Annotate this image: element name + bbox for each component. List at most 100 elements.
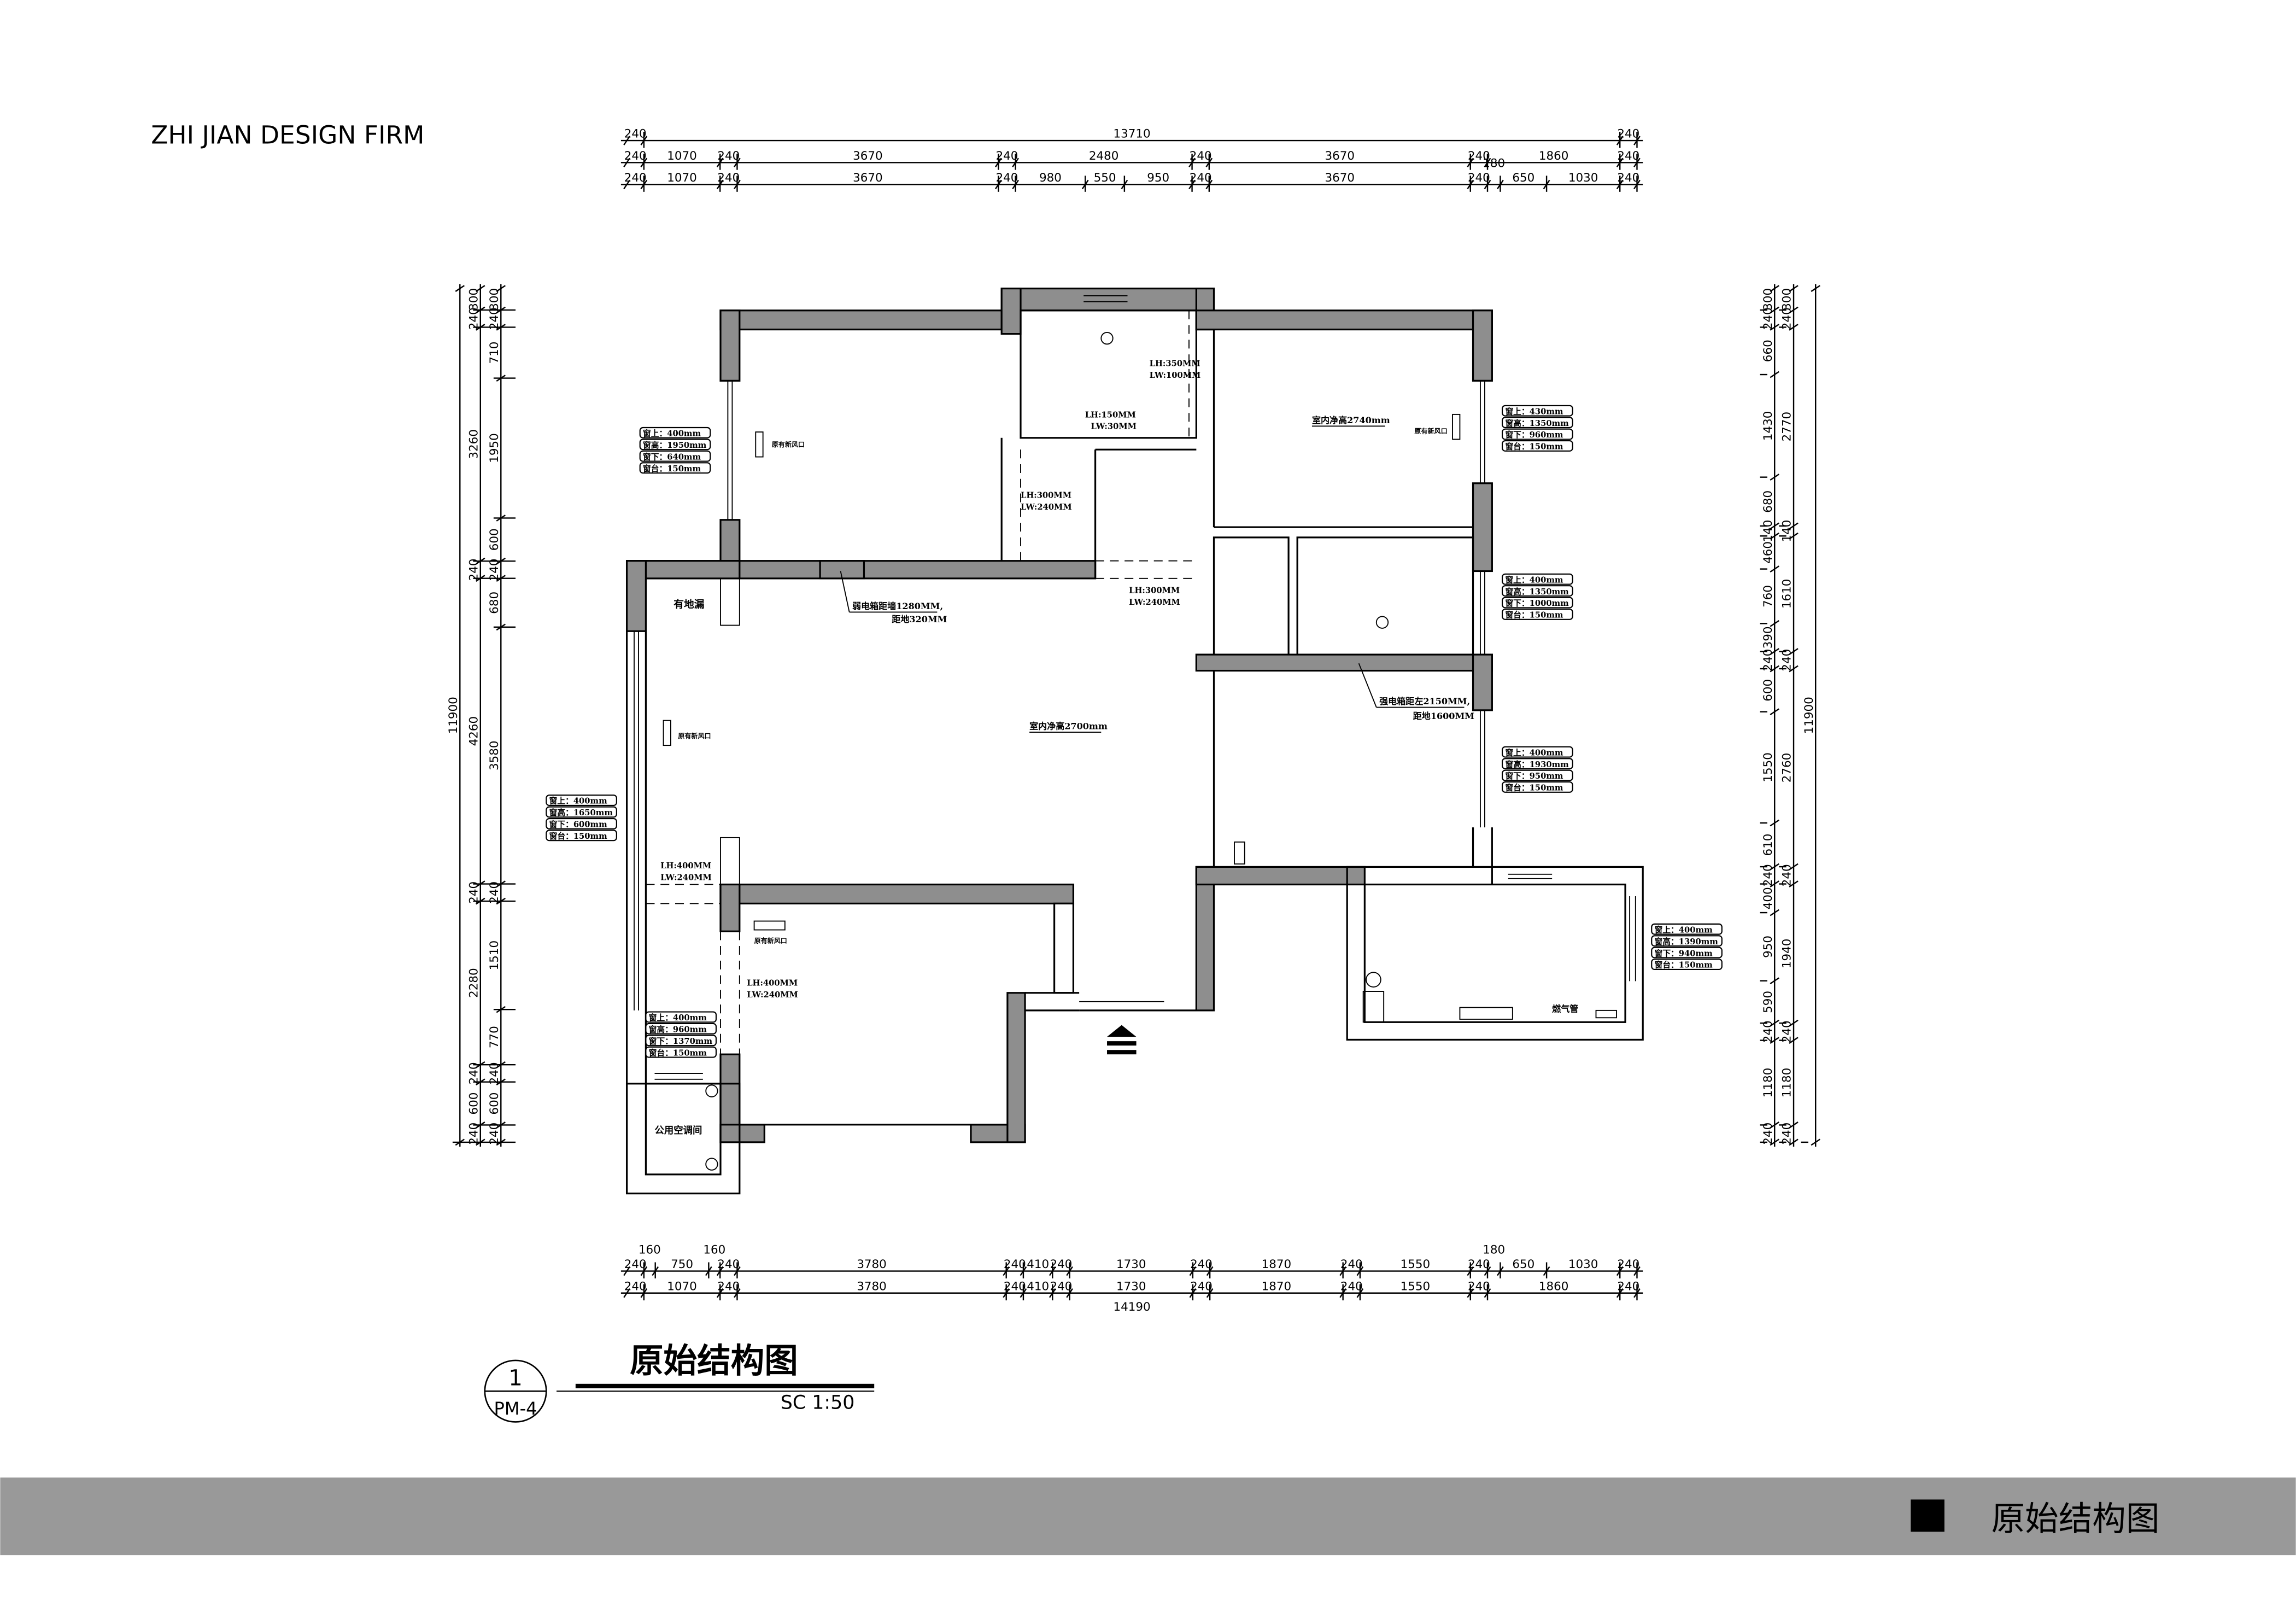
dimension-value: 1180	[1761, 1068, 1775, 1097]
dimension-value: 240	[467, 881, 481, 904]
dimension-value: 1610	[1780, 579, 1794, 609]
dimension-value: 240	[467, 558, 481, 581]
dimension-value: 1030	[1568, 1258, 1598, 1271]
fresh-air-label: 原有新风口	[678, 732, 711, 740]
dimension-value: 240	[1761, 649, 1775, 671]
svg-text:LW:100MM: LW:100MM	[1150, 371, 1201, 380]
dimension-value: 240	[1190, 149, 1212, 163]
dimension-value: 240	[1468, 171, 1490, 185]
dimension-value: 1860	[1539, 149, 1568, 163]
window-spec: 窗高：1350mm	[1505, 587, 1569, 597]
window-spec: 窗上：400mm	[1505, 747, 1563, 757]
dimension-value: 1070	[667, 1280, 696, 1293]
dimension-value: 3780	[857, 1258, 886, 1271]
fresh-air-vent-icon	[753, 920, 786, 931]
dimension-value: 390	[1761, 626, 1775, 649]
svg-text:LH:150MM: LH:150MM	[1085, 410, 1136, 419]
footer-bar: 原始结构图	[0, 1477, 2296, 1556]
dimension-value: 600	[1761, 679, 1775, 702]
dimension-value: 1550	[1401, 1280, 1430, 1293]
dimension-value: 300	[1780, 288, 1794, 311]
light-fixture-icon	[1375, 616, 1389, 629]
window-spec: 窗台：150mm	[1505, 783, 1563, 793]
dimension-value: 11900	[447, 697, 460, 734]
dimension-value: 3670	[1325, 149, 1355, 163]
drawing-number: 1	[508, 1365, 523, 1391]
dimension-value: 240	[1780, 864, 1794, 886]
window-spec: 窗上：400mm	[649, 1013, 707, 1023]
dimension-value: 240	[467, 1062, 481, 1085]
svg-text:LH:300MM: LH:300MM	[1129, 586, 1180, 595]
weak-box-label: 弱电箱距墙1280MM,	[852, 601, 943, 611]
dimension-value: 240	[717, 1280, 740, 1293]
dimension-value: 550	[1094, 171, 1116, 185]
dimension-value: 1070	[667, 149, 696, 163]
window-spec: 窗台：150mm	[1505, 442, 1563, 452]
dimension-value: 1430	[1761, 411, 1775, 441]
drawing-title: 原始结构图	[630, 1341, 798, 1380]
window-spec: 窗高：1650mm	[549, 808, 613, 817]
dimension-value: 2760	[1780, 753, 1794, 782]
window-spec: 窗下：950mm	[1505, 771, 1563, 781]
dimension-value: 460	[1761, 541, 1775, 564]
strong-box-height-label: 距地1600MM	[1413, 711, 1475, 721]
window-spec: 窗台：150mm	[649, 1048, 707, 1058]
bedroom-height-label: 室内净高2740mm	[1312, 415, 1390, 425]
square-icon	[1911, 1499, 1944, 1532]
floor-drain-label: 有地漏	[673, 598, 704, 610]
title-block: 1 PM-4 原始结构图 SC 1:50	[484, 1341, 875, 1423]
dimension-value: 2480	[1089, 149, 1118, 163]
dim-right-middle: 3002402770140161024027602401940240118024…	[1779, 284, 1799, 1147]
dimension-value: 240	[1761, 1123, 1775, 1145]
dimension-value: 300	[488, 288, 501, 311]
dimension-value: 180	[1483, 1243, 1505, 1257]
window-spec: 窗台：150mm	[1655, 960, 1713, 970]
dimension-value: 180	[1483, 156, 1505, 170]
window-spec: 窗上：400mm	[549, 796, 607, 806]
window-spec: 窗高：1950mm	[643, 440, 707, 450]
dimension-value: 1030	[1568, 171, 1598, 185]
dimension-value: 680	[1761, 490, 1775, 513]
dimension-value: 760	[1761, 585, 1775, 607]
dimension-value: 240	[1050, 1280, 1073, 1293]
dimension-value: 240	[1617, 171, 1639, 185]
dimension-value: 240	[1190, 171, 1212, 185]
dimension-value: 240	[488, 307, 501, 330]
dimension-value: 240	[717, 149, 740, 163]
window-spec: 窗下：640mm	[643, 452, 701, 462]
sheet-number: PM-4	[494, 1398, 537, 1419]
dimension-value: 240	[1468, 149, 1490, 163]
fresh-air-vent-icon	[1452, 413, 1461, 440]
window-spec: 窗下：1000mm	[1505, 598, 1569, 608]
dimension-value: 240	[1780, 1123, 1794, 1145]
dimension-value: 1510	[488, 940, 501, 970]
dimension-value: 240	[624, 127, 647, 141]
public-ac-room-label: 公用空调间	[654, 1125, 702, 1136]
dimension-value: 240	[488, 1123, 501, 1145]
dimension-value: 240	[1780, 649, 1794, 671]
dimension-value: 240	[624, 1258, 647, 1271]
dimension-value: 3670	[853, 171, 882, 185]
dimension-value: 240	[1050, 1258, 1073, 1271]
window-spec: 窗下：1370mm	[649, 1036, 713, 1046]
dimension-value: 240	[1340, 1258, 1363, 1271]
fresh-air-label: 原有新风口	[754, 937, 787, 945]
dimension-value: 1860	[1539, 1280, 1568, 1293]
dimension-value: 600	[467, 1093, 481, 1115]
window-tags: 窗上：400mm窗高：1950mm窗下：640mm窗台：150mm窗上：430m…	[546, 405, 1723, 1058]
dimension-value: 240	[488, 881, 501, 904]
dimension-value: 160	[703, 1243, 725, 1257]
dimension-value: 240	[467, 1123, 481, 1145]
window-spec: 窗上：430mm	[1505, 406, 1563, 416]
dimension-value: 410	[1027, 1280, 1049, 1293]
dimension-value: 2770	[1780, 412, 1794, 441]
